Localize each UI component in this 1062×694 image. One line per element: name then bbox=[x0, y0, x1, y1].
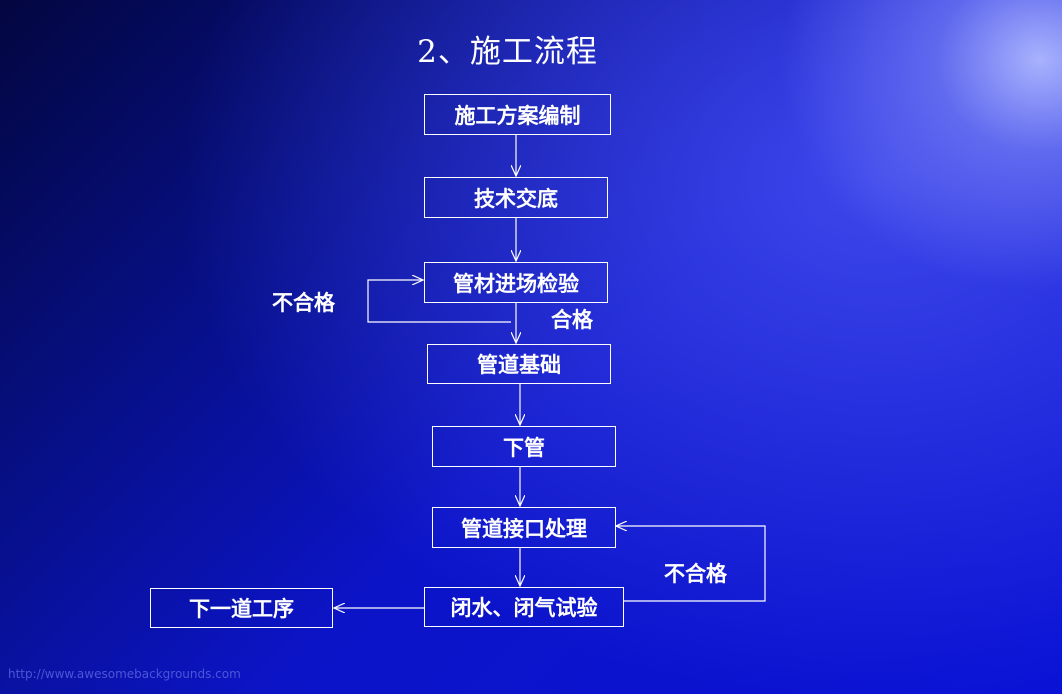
footer-url: http://www.awesomebackgrounds.com bbox=[8, 667, 241, 681]
step-foundation-box: 管道基础 bbox=[427, 344, 611, 384]
step-plan-box: 施工方案编制 bbox=[424, 94, 611, 135]
label-fail-inspection: 不合格 bbox=[272, 290, 335, 315]
step-inspection-box: 管材进场检验 bbox=[424, 262, 608, 303]
step-lowering-box: 下管 bbox=[432, 426, 616, 467]
label-pass: 合格 bbox=[551, 307, 593, 332]
step-next-box: 下一道工序 bbox=[150, 588, 333, 628]
step-test-box: 闭水、闭气试验 bbox=[424, 587, 624, 627]
label-fail-test: 不合格 bbox=[664, 561, 727, 586]
step-joint-box: 管道接口处理 bbox=[432, 507, 616, 548]
reject-loop-inspection bbox=[367, 280, 511, 323]
reject-loop-test bbox=[616, 526, 766, 602]
slide-title: 2、施工流程 bbox=[417, 34, 598, 70]
step-briefing-box: 技术交底 bbox=[424, 177, 608, 218]
